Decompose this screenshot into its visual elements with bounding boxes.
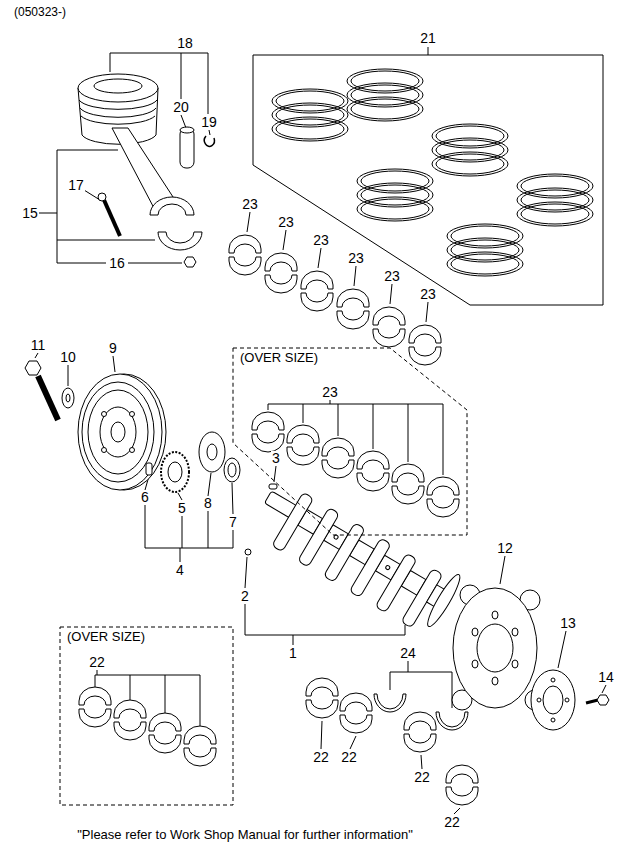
crankshaft — [248, 471, 464, 638]
callout-number: 23 — [419, 287, 437, 301]
callout-number: 6 — [140, 490, 150, 504]
leader-lines — [35, 47, 606, 814]
callout-number: 22 — [88, 655, 106, 669]
callout-number: 22 — [340, 750, 358, 764]
dashed-outline — [233, 348, 467, 535]
callout-number: 12 — [496, 541, 514, 555]
bearing-shells — [229, 235, 441, 365]
group-heading: (OVER SIZE) — [66, 630, 146, 644]
callout-number: 8 — [203, 496, 213, 510]
callout-number: 23 — [321, 385, 339, 399]
callout-number: 16 — [108, 256, 126, 270]
revision-code: (050323-) — [13, 6, 67, 18]
callout-number: 3 — [271, 451, 281, 465]
callout-number: 18 — [176, 36, 194, 50]
callout-number: 9 — [108, 341, 118, 355]
callout-number: 23 — [312, 233, 330, 247]
callout-number: 23 — [347, 251, 365, 265]
callout-number: 15 — [21, 206, 39, 220]
oversize-group: (OVER SIZE) — [233, 348, 467, 535]
dashed-outline — [233, 348, 467, 535]
crank-pulley-parts — [25, 361, 277, 555]
group-heading: (OVER SIZE) — [239, 351, 319, 365]
callout-number: 23 — [277, 215, 295, 229]
note-text: "Please refer to Work Shop Manual for fu… — [76, 828, 414, 841]
piston-rings — [272, 69, 593, 276]
callout-number: 10 — [59, 350, 77, 364]
callout-number: 22 — [312, 750, 330, 764]
callout-number: 5 — [177, 501, 187, 515]
lower-bearings — [79, 678, 478, 805]
dashed-outline — [60, 627, 233, 805]
callout-number: 23 — [241, 197, 259, 211]
callout-number: 7 — [228, 515, 238, 529]
callout-number: 14 — [597, 670, 615, 684]
oversize-group: (OVER SIZE) — [60, 627, 233, 805]
callout-number: 22 — [443, 815, 461, 829]
callout-number: 1 — [288, 646, 298, 660]
piston-assembly — [78, 74, 214, 267]
drive-plate-parts — [452, 585, 609, 730]
callout-number: 17 — [67, 178, 85, 192]
callout-number: 11 — [30, 338, 47, 352]
ring-set-frame — [253, 55, 603, 305]
callout-number: 24 — [399, 646, 417, 660]
dashed-outline — [60, 627, 233, 805]
callout-number: 2 — [240, 589, 250, 603]
callout-number: 13 — [559, 616, 577, 630]
callout-number: 20 — [172, 100, 190, 114]
callout-number: 21 — [419, 31, 437, 45]
callout-number: 23 — [383, 269, 401, 283]
callout-number: 4 — [175, 563, 185, 577]
callout-number: 22 — [413, 770, 431, 784]
callout-number: 19 — [200, 115, 218, 129]
